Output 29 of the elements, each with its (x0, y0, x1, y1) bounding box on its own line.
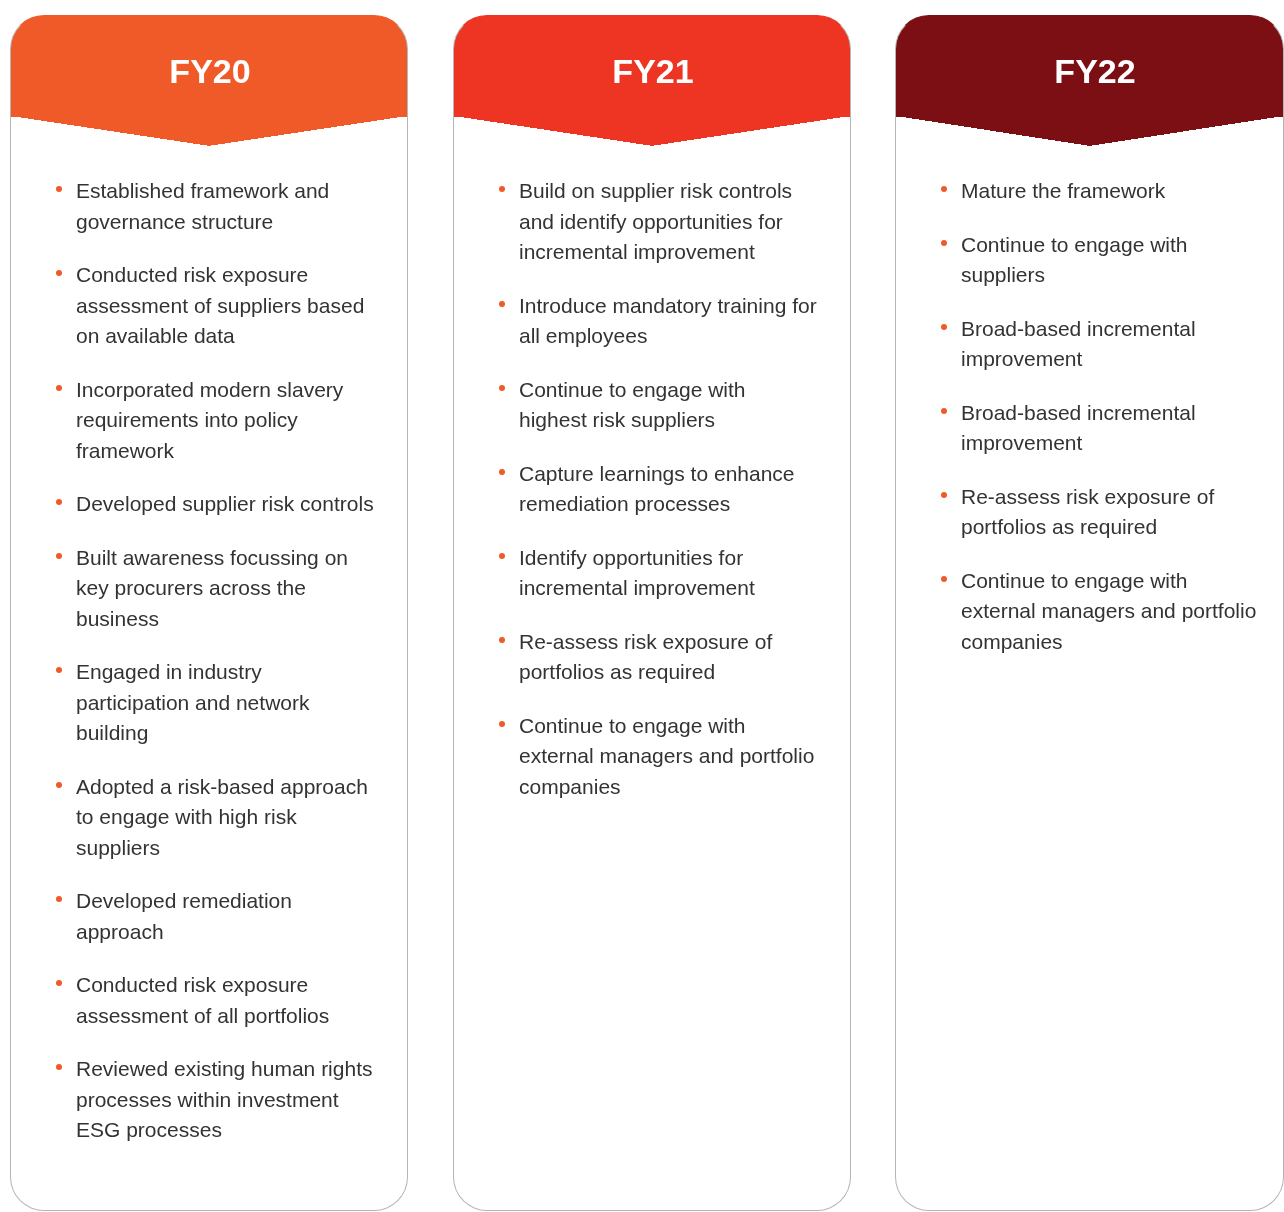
bullet-text: Re-assess risk exposure of portfolios as required (961, 483, 1216, 540)
column-panel (895, 15, 1284, 1211)
column-panel (10, 15, 408, 1211)
bullet-text: Established framework and governance structure (76, 178, 331, 235)
bullet-text: Conducted risk exposure assessment of suppliers based on available data (76, 262, 366, 349)
bullet-text: Mature the framework (961, 178, 1167, 204)
bullet-text: Adopted a risk-based approach to engage with high risk suppliers (76, 773, 369, 861)
bullet-text: Identify opportunities for incremental improvement (519, 544, 756, 601)
bullet-text: Broad-based incremental improvement (961, 399, 1197, 456)
bullet-text: Conducted risk exposure assessment of all portfolios (76, 972, 331, 1029)
bullet-text: Continue to engage with external managers and portfolio companies (961, 567, 1258, 655)
bullet-text: Broad-based incremental improvement (961, 315, 1197, 372)
column-heading: FY22 (1053, 52, 1137, 91)
bullet-text: Developed supplier risk controls (76, 491, 375, 517)
bullet-text: Continue to engage with suppliers (961, 231, 1189, 288)
column-heading: FY21 (611, 52, 695, 91)
bullet-text: Developed remediation approach (76, 888, 293, 945)
column-heading: FY20 (168, 52, 252, 91)
bullet-text: Build on supplier risk controls and identify opportunities for incremental improvement (519, 178, 794, 265)
bullet-text: Re-assess risk exposure of portfolios as required (519, 628, 774, 685)
bullet-text: Reviewed existing human rights processes within investment ESG processes (76, 1056, 374, 1143)
bullet-text: Incorporated modern slavery requirements into policy framework (76, 376, 345, 464)
bullet-text: Engaged in industry participation and network building (76, 659, 311, 746)
bullet-text: Built awareness focussing on key procurers across the business (76, 544, 349, 632)
bullet-text: Introduce mandatory training for all employees (519, 292, 818, 349)
bullet-text: Continue to engage with external managers and portfolio companies (519, 712, 816, 800)
column-panel (453, 15, 851, 1211)
bullet-text: Capture learnings to enhance remediation processes (519, 460, 796, 517)
bullet-text: Continue to engage with highest risk suppliers (519, 376, 747, 433)
